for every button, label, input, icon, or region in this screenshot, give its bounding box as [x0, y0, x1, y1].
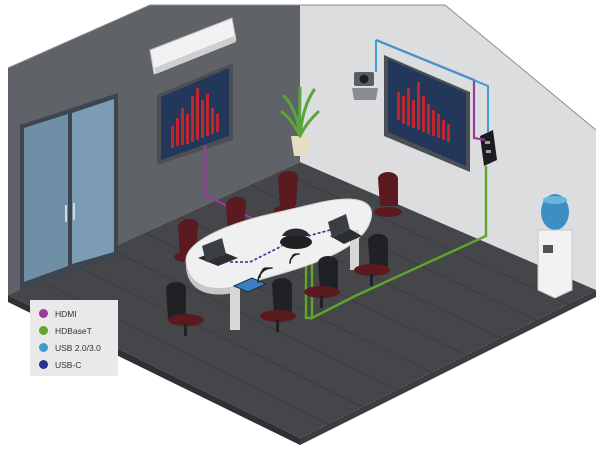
- cable-legend: HDMI HDBaseT USB 2.0/3.0 USB-C: [30, 300, 118, 376]
- legend-item-hdmi: HDMI: [39, 305, 118, 322]
- legend-item-usb: USB 2.0/3.0: [39, 339, 118, 356]
- right-display-bar-chart: [397, 82, 450, 142]
- legend-item-hdbaset: HDBaseT: [39, 322, 118, 339]
- right-display: [384, 55, 470, 172]
- wifi-icon: [257, 253, 300, 283]
- floor: [8, 162, 596, 438]
- legend-label-hdmi: HDMI: [55, 308, 77, 319]
- left-display-bar-chart: [171, 88, 219, 148]
- laptop-right: [328, 214, 362, 244]
- legend-dot-usbc: [39, 360, 48, 369]
- speakerphone-icon: [280, 228, 312, 249]
- legend-dot-hdmi: [39, 309, 48, 318]
- front-chairs: [166, 234, 390, 336]
- left-display: [157, 63, 233, 165]
- legend-dot-usb: [39, 343, 48, 352]
- cable-usb: [375, 39, 489, 132]
- legend-label-hdbaset: HDBaseT: [55, 325, 92, 336]
- camera-icon: [352, 72, 378, 100]
- legend-label-usb: USB 2.0/3.0: [55, 342, 101, 353]
- legend-item-usbc: USB-C: [39, 356, 118, 373]
- ac-unit-icon: [149, 17, 237, 75]
- legend-label-usbc: USB-C: [55, 359, 82, 370]
- cable-usbc: [230, 229, 331, 263]
- laptop-left: [198, 238, 238, 266]
- conference-table: [185, 198, 373, 330]
- legend-dot-hdbaset: [39, 326, 48, 335]
- plant-icon: [280, 86, 320, 156]
- glass-door: [20, 93, 118, 290]
- water-cooler-icon: [537, 194, 573, 299]
- cable-hdbaset: [304, 166, 488, 320]
